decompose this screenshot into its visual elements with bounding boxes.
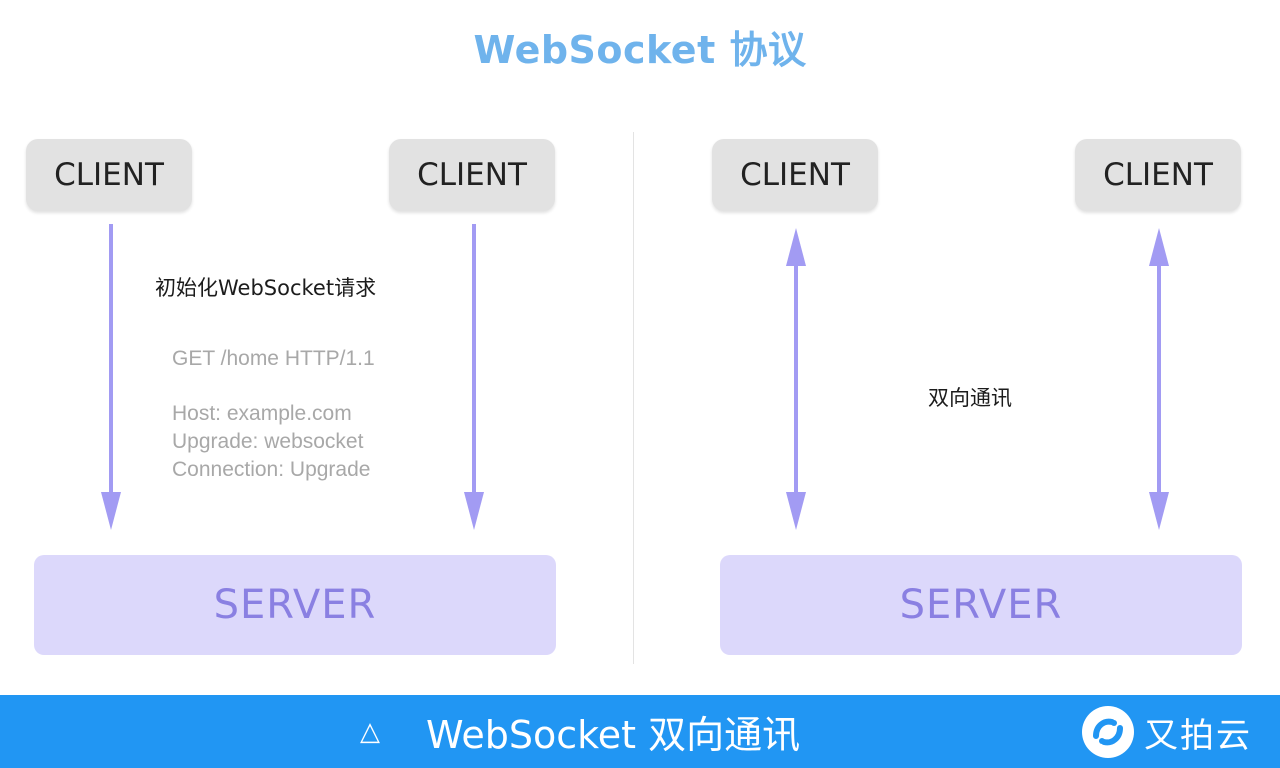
init-request-heading: 初始化WebSocket请求 [155,276,377,300]
upyun-logo: 又拍云 [1082,705,1252,759]
triangle-outline-icon: △ [360,716,380,747]
arrows-layer [101,224,1169,530]
upyun-logo-icon [1082,706,1134,758]
bidirectional-arrow-right-2 [1149,228,1169,530]
bidirectional-label: 双向通讯 [928,386,1012,410]
bidirectional-arrow-right-1 [786,228,806,530]
banner-caption: △ WebSocket 双向通讯 [360,695,800,768]
down-arrow-left-1 [101,224,121,530]
client-box-right-1: CLIENT [712,139,878,211]
client-box-left-2: CLIENT [389,139,555,211]
request-line-upgrade: Upgrade: websocket [172,430,364,453]
caption-banner: △ WebSocket 双向通讯 又拍云 [0,695,1280,768]
client-box-left-1: CLIENT [26,139,192,211]
server-box-right: SERVER [720,555,1242,655]
logo-text: 又拍云 [1144,715,1252,756]
request-line-host: Host: example.com [172,402,352,425]
diagram-title: WebSocket 协议 [473,28,807,72]
down-arrow-left-2 [464,224,484,530]
client-box-right-2: CLIENT [1075,139,1241,211]
panel-divider [633,132,634,664]
banner-caption-text: WebSocket 双向通讯 [426,713,801,757]
server-box-left: SERVER [34,555,556,655]
request-line-connection: Connection: Upgrade [172,458,371,481]
request-line-get: GET /home HTTP/1.1 [172,347,375,370]
